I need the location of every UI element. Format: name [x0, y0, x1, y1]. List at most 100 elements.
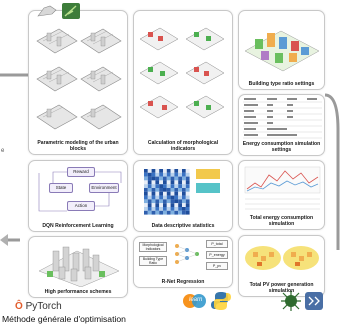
- heatmap-cell: [185, 203, 190, 207]
- heatmap-cell: [185, 184, 190, 188]
- heatmap-cell: [144, 169, 148, 173]
- rnet-output-pv: P_pv: [206, 262, 228, 270]
- heatmap-cell: [178, 199, 182, 204]
- heatmap-cell: [166, 203, 171, 207]
- rnet-network-icon: [175, 244, 199, 264]
- heatmap-cell: [151, 172, 156, 177]
- heatmap-cell: [144, 184, 148, 188]
- heatmap-cell: [155, 180, 160, 185]
- panel-rnet-regression: Morphological Indicators Building Type R…: [133, 236, 233, 288]
- heatmap-cell: [170, 210, 175, 215]
- panel-dqn: Reward State Environment Action DQN Rein…: [28, 160, 128, 232]
- python-logo-icon: [211, 292, 231, 310]
- heatmap-cell: [166, 180, 171, 185]
- heatmap-cell: [178, 180, 182, 185]
- heatmap-cell: [170, 169, 175, 173]
- heatmap-cell: [185, 188, 190, 192]
- pv-heat-model: [245, 246, 319, 270]
- heatmap-side-block: [196, 183, 220, 193]
- sklearn-logo-icon: [183, 294, 206, 308]
- heatmap-cell: [182, 203, 186, 207]
- heatmap-cell: [159, 176, 163, 181]
- heatmap-cell: [174, 184, 179, 188]
- heatmap-cell: [147, 176, 152, 181]
- heatmap-cell: [151, 210, 156, 215]
- heatmap-cell: [151, 180, 156, 185]
- heatmap-cell: [147, 188, 152, 192]
- panel-label-parametric-modeling: Parametric modeling of the urban blocks: [37, 140, 119, 152]
- heatmap-cell: [174, 199, 179, 204]
- heatmap-cell: [144, 180, 148, 185]
- heatmap-cell: [163, 184, 167, 188]
- panel-label-total-energy-simulation: Total energy consumption simulation: [249, 215, 314, 227]
- heatmap-cell: [155, 176, 160, 181]
- heatmap-cell: [147, 203, 152, 207]
- heatmap-cell: [159, 207, 163, 211]
- energy-curve-thumbnail: [244, 166, 321, 210]
- heatmap-cell: [147, 172, 152, 177]
- heatmap-cell: [166, 176, 171, 181]
- heatmap-cell: [185, 207, 190, 211]
- heatmap-cell: [147, 169, 152, 173]
- panel-data-stats: Data descriptive statistics: [133, 160, 233, 232]
- heatmap-cell: [182, 180, 186, 185]
- heatmap-cell: [178, 188, 182, 192]
- panel-high-performance: High performance schemes: [28, 236, 128, 298]
- heatmap-cell: [151, 195, 156, 200]
- heatmap-cell: [159, 188, 163, 192]
- heatmap-cell: [147, 184, 152, 188]
- panel-label-building-type-ratio: Building type ratio settings: [248, 81, 315, 87]
- dqn-reward-box: Reward: [67, 167, 95, 177]
- heatmap-cell: [163, 172, 167, 177]
- heatmap-cell: [182, 176, 186, 181]
- heatmap-cell: [155, 199, 160, 204]
- heatmap-cell: [185, 191, 190, 196]
- heatmap-cell: [155, 191, 160, 196]
- indicator-block-maps: [139, 27, 225, 119]
- panel-building-type-ratio: Building type ratio settings: [238, 10, 325, 90]
- panel-label-data-stats: Data descriptive statistics: [151, 223, 215, 229]
- building-type-model: [244, 30, 320, 72]
- heatmap-cell: [159, 203, 163, 207]
- heatmap-cell: [178, 207, 182, 211]
- heatmap-cell: [155, 188, 160, 192]
- heatmap-cell: [163, 199, 167, 204]
- heatmap-cell: [185, 199, 190, 204]
- heatmap-cell: [159, 180, 163, 185]
- heatmap-cell: [182, 195, 186, 200]
- heatmap-cell: [151, 191, 156, 196]
- heatmap-cell: [182, 172, 186, 177]
- grasshopper-icon: [62, 3, 80, 19]
- correlation-heatmap: [144, 169, 220, 215]
- heatmap-cell: [182, 199, 186, 204]
- heatmap-cell: [144, 191, 148, 196]
- heatmap-cell: [170, 199, 175, 204]
- heatmap-cell: [155, 172, 160, 177]
- heatmap-cell: [174, 176, 179, 181]
- heatmap-cell: [166, 195, 171, 200]
- visual-studio-logo-icon: [305, 292, 323, 310]
- heatmap-cell: [170, 195, 175, 200]
- rhino-icon: [37, 5, 57, 17]
- heatmap-cell: [185, 172, 190, 177]
- heatmap-cell: [159, 172, 163, 177]
- heatmap-cell: [166, 169, 171, 173]
- heatmap-cell: [170, 191, 175, 196]
- heatmap-cell: [170, 184, 175, 188]
- ladybug-logo-icon: [281, 291, 301, 311]
- heatmap-cell: [144, 207, 148, 211]
- heatmap-cell: [170, 203, 175, 207]
- heatmap-cell: [155, 184, 160, 188]
- heatmap-cell: [170, 176, 175, 181]
- heatmap-cell: [155, 210, 160, 215]
- heatmap-cell: [178, 169, 182, 173]
- heatmap-cell: [163, 169, 167, 173]
- heatmap-cell: [163, 203, 167, 207]
- heatmap-cell: [174, 172, 179, 177]
- heatmap-cell: [170, 188, 175, 192]
- heatmap-side-block: [196, 169, 220, 179]
- heatmap-cell: [159, 169, 163, 173]
- heatmap-cell: [185, 176, 190, 181]
- heatmap-cell: [182, 191, 186, 196]
- heatmap-cell: [170, 172, 175, 177]
